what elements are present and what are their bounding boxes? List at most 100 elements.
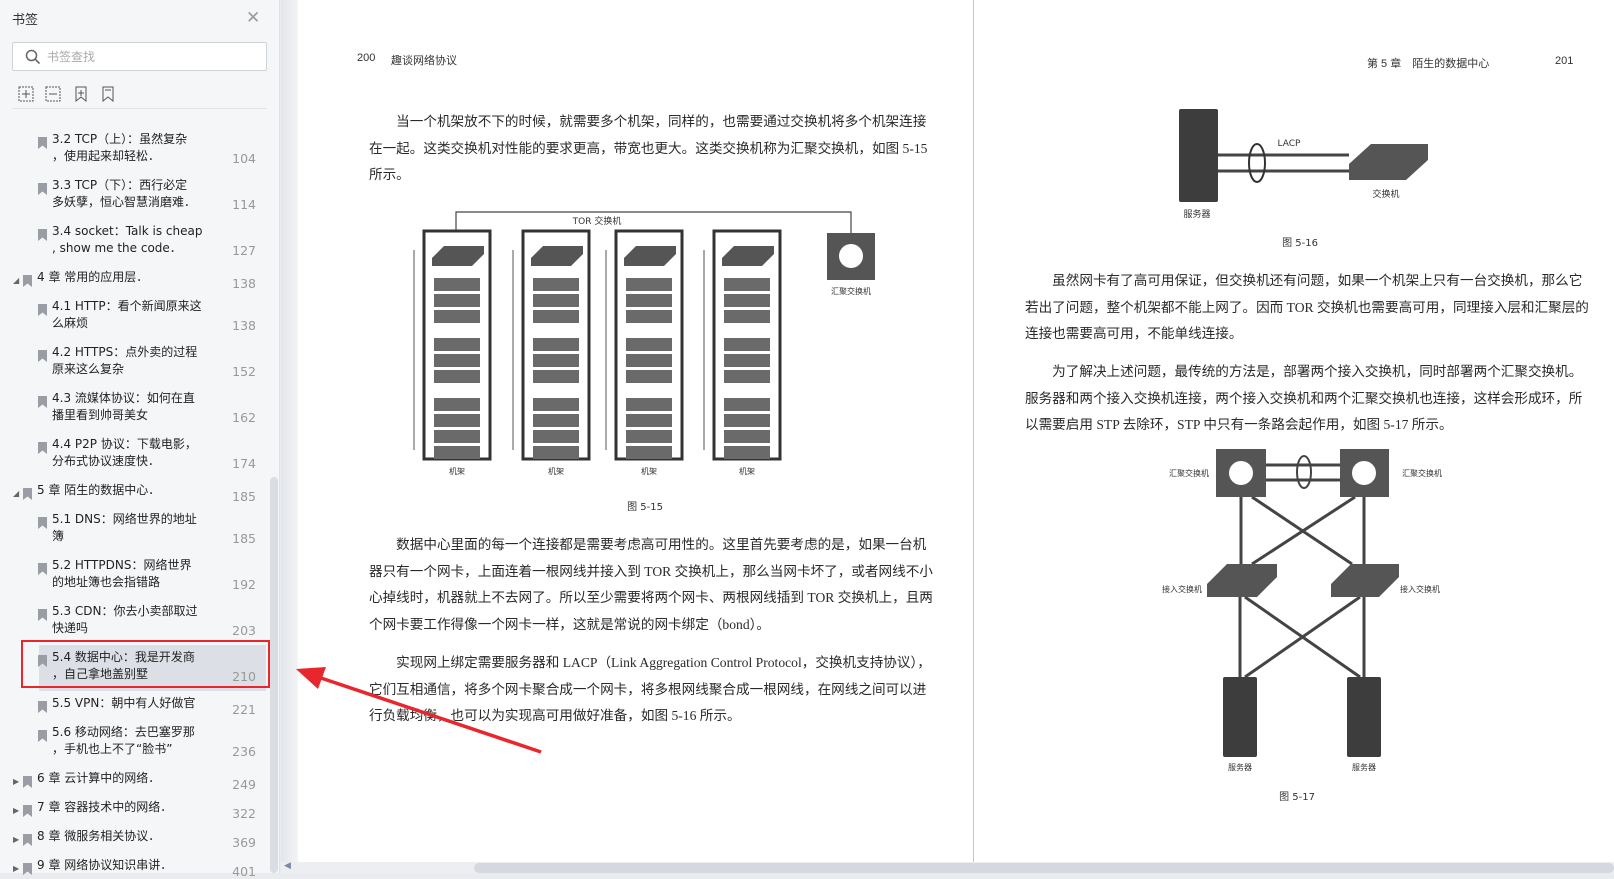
bookmark-icon — [38, 730, 47, 742]
selected-background — [39, 645, 266, 691]
add-bookmark-icon[interactable] — [73, 86, 89, 102]
bookmark-icon — [23, 805, 32, 817]
caret-right-icon[interactable]: ▶ — [13, 777, 20, 786]
highlight-annotation-box — [21, 640, 270, 688]
bookmark-label: 多妖孽，恒心智慧消磨难． — [52, 195, 197, 209]
bookmark-page-number: 104 — [232, 151, 256, 166]
bookmark-icon — [38, 396, 47, 408]
bookmark-icon — [38, 609, 47, 621]
scroll-left-icon[interactable]: ◀ — [284, 861, 291, 871]
sidebar-scrollbar[interactable] — [270, 477, 278, 873]
bookmark-label: 原来这么复杂 — [52, 362, 125, 376]
bookmark-page-number: 401 — [232, 864, 256, 879]
bookmark-label: 5.2 HTTPDNS：网络世界 — [52, 558, 192, 572]
bookmark-label: 4.1 HTTP：看个新闻原来这 — [52, 299, 202, 313]
body-text-line: 它们互相通信，将多个网卡聚合成一个网卡，将多根网线聚合成一根网线，在网线之间可以… — [369, 681, 927, 697]
body-text-line: 当一个机架放不下的时候，就需要多个机架，同样的，也需要通过交换机将多个机架连接 — [369, 114, 927, 129]
bookmark-page-number: 138 — [232, 318, 256, 333]
caret-down-icon[interactable]: ◢ — [13, 276, 20, 285]
bookmark-page-number: 185 — [232, 531, 256, 546]
document-view: 200 趣谈网络协议 第 5 章 陌生的数据中心 201 当一个机架放不下的时候… — [281, 0, 1614, 873]
search-icon — [25, 49, 41, 65]
bookmark-page-number: 174 — [232, 456, 256, 471]
bookmark-label: 5.4 数据中心：我是开发商 — [52, 650, 195, 664]
bookmark-icon[interactable] — [100, 86, 116, 102]
bookmark-icon — [38, 563, 47, 575]
body-text-line: 服务器和两个接入交换机连接，两个接入交换机和两个汇聚交换机也连接，这样会形成环，… — [1025, 390, 1583, 406]
bookmark-panel: 书签 ✕ 3.2 TCP（上）：虽然复杂 ，使用起来却轻松． 104 3.3 TCP（… — [0, 0, 280, 879]
bookmark-page-number: 152 — [232, 364, 256, 379]
body-text-line: 个网卡要工作得像一个网卡一样，这就是常说的网卡绑定（bond）。 — [369, 616, 771, 632]
divider — [12, 108, 267, 109]
running-title: 趣谈网络协议 — [391, 55, 457, 67]
bookmark-label: , show me the code． — [52, 241, 182, 255]
bookmark-label: ，自己拿地盖别墅 — [52, 667, 149, 681]
bookmark-icon — [38, 183, 47, 195]
bookmark-search[interactable] — [12, 42, 267, 71]
bookmark-icon — [38, 137, 47, 149]
bookmark-label: 5 章 陌生的数据中心． — [37, 483, 161, 497]
caret-down-icon[interactable]: ◢ — [13, 489, 20, 498]
body-text-line: 若出了问题，整个机架都不能上网了。因而 TOR 交换机也需要高可用，同理接入层和… — [1025, 299, 1589, 315]
body-text-line: 数据中心里面的每一个连接都是需要考虑高可用性的。这里首先要考虑的是，如果一台机 — [369, 537, 927, 552]
caret-right-icon[interactable]: ▶ — [13, 835, 20, 844]
bookmark-page-number: 249 — [232, 777, 256, 792]
bookmark-page-number: 162 — [232, 410, 256, 425]
bookmark-page-number: 210 — [232, 669, 256, 684]
bookmark-icon — [23, 275, 32, 287]
bookmark-icon — [23, 776, 32, 788]
bookmark-icon — [23, 488, 32, 500]
bookmark-label: ，使用起来却轻松． — [52, 149, 161, 163]
bookmark-label: 8 章 微服务相关协议． — [37, 829, 161, 843]
bookmark-label: 3.4 socket：Talk is cheap — [52, 224, 203, 238]
body-text-line: 实现网上绑定需要服务器和 LACP（Link Aggregation Contr… — [369, 655, 931, 670]
expand-all-icon[interactable] — [18, 86, 34, 102]
scrollbar-thumb[interactable] — [474, 863, 1614, 873]
bookmark-page-number: 185 — [232, 489, 256, 504]
bookmark-page-number: 192 — [232, 577, 256, 592]
bookmark-icon — [38, 701, 47, 713]
panel-title: 书签 — [12, 13, 39, 28]
horizontal-scrollbar[interactable]: ◀ — [281, 861, 1614, 873]
bookmark-label: 7 章 容器技术中的网络． — [37, 800, 173, 814]
bookmark-icon — [38, 517, 47, 529]
bookmark-icon — [38, 655, 47, 667]
bookmark-page-number: 369 — [232, 835, 256, 850]
bookmark-label: 4.2 HTTPS：点外卖的过程 — [52, 345, 198, 359]
body-text-line: 虽然网卡有了高可用保证，但交换机还有问题，如果一个机架上只有一台交换机，那么它 — [1025, 273, 1583, 288]
bookmark-label: 3.3 TCP（下）：西行必定 — [52, 178, 188, 192]
bookmark-label: 么麻烦 — [52, 316, 89, 330]
bookmark-label: 5.6 移动网络：去巴塞罗那 — [52, 725, 195, 739]
body-text-line: 所示。 — [369, 167, 410, 182]
caret-right-icon[interactable]: ▶ — [13, 806, 20, 815]
bookmark-search-input[interactable] — [47, 47, 257, 67]
bookmark-label: ，手机也上不了“脸书” — [52, 742, 173, 756]
close-icon[interactable]: ✕ — [246, 8, 261, 28]
bookmark-label: 3.2 TCP（上）：虽然复杂 — [52, 132, 188, 146]
bookmark-label: 5.1 DNS：网络世界的地址 — [52, 512, 197, 526]
bookmark-icon — [23, 863, 32, 875]
body-text-line: 在一起。这类交换机对性能的要求更高，带宽也更大。这类交换机称为汇聚交换机，如图 … — [369, 140, 928, 156]
chapter-header: 第 5 章 陌生的数据中心 — [1367, 58, 1490, 70]
page-gutter — [281, 0, 298, 873]
bookmark-icon — [38, 304, 47, 316]
bookmark-icon — [38, 350, 47, 362]
collapse-all-icon[interactable] — [45, 86, 61, 102]
bookmark-label: 9 章 网络协议知识串讲． — [37, 858, 173, 872]
bookmark-page-number: 138 — [232, 276, 256, 291]
bookmark-page-number: 221 — [232, 702, 256, 717]
bookmark-icon — [38, 442, 47, 454]
bookmark-page-number: 203 — [232, 623, 256, 638]
caret-right-icon[interactable]: ▶ — [13, 864, 20, 873]
bookmark-label: 6 章 云计算中的网络． — [37, 771, 161, 785]
bookmark-label: 的地址簿也会指错路 — [52, 575, 161, 589]
page-number-left: 200 — [357, 52, 376, 64]
bookmark-page-number: 127 — [232, 243, 256, 258]
bookmark-label: 4.4 P2P 协议：下载电影， — [52, 437, 197, 451]
bookmark-icon — [38, 229, 47, 241]
bookmark-page-number: 322 — [232, 806, 256, 821]
body-text-line: 行负载均衡，也可以为实现高可用做好准备，如图 5-16 所示。 — [369, 708, 741, 723]
bookmark-label: 4.3 流媒体协议：如何在直 — [52, 391, 195, 405]
body-text-line: 器只有一个网卡，上面连着一根网线并接入到 TOR 交换机上，那么当网卡坏了，或者… — [369, 563, 933, 579]
bookmark-page-number: 114 — [232, 197, 256, 212]
